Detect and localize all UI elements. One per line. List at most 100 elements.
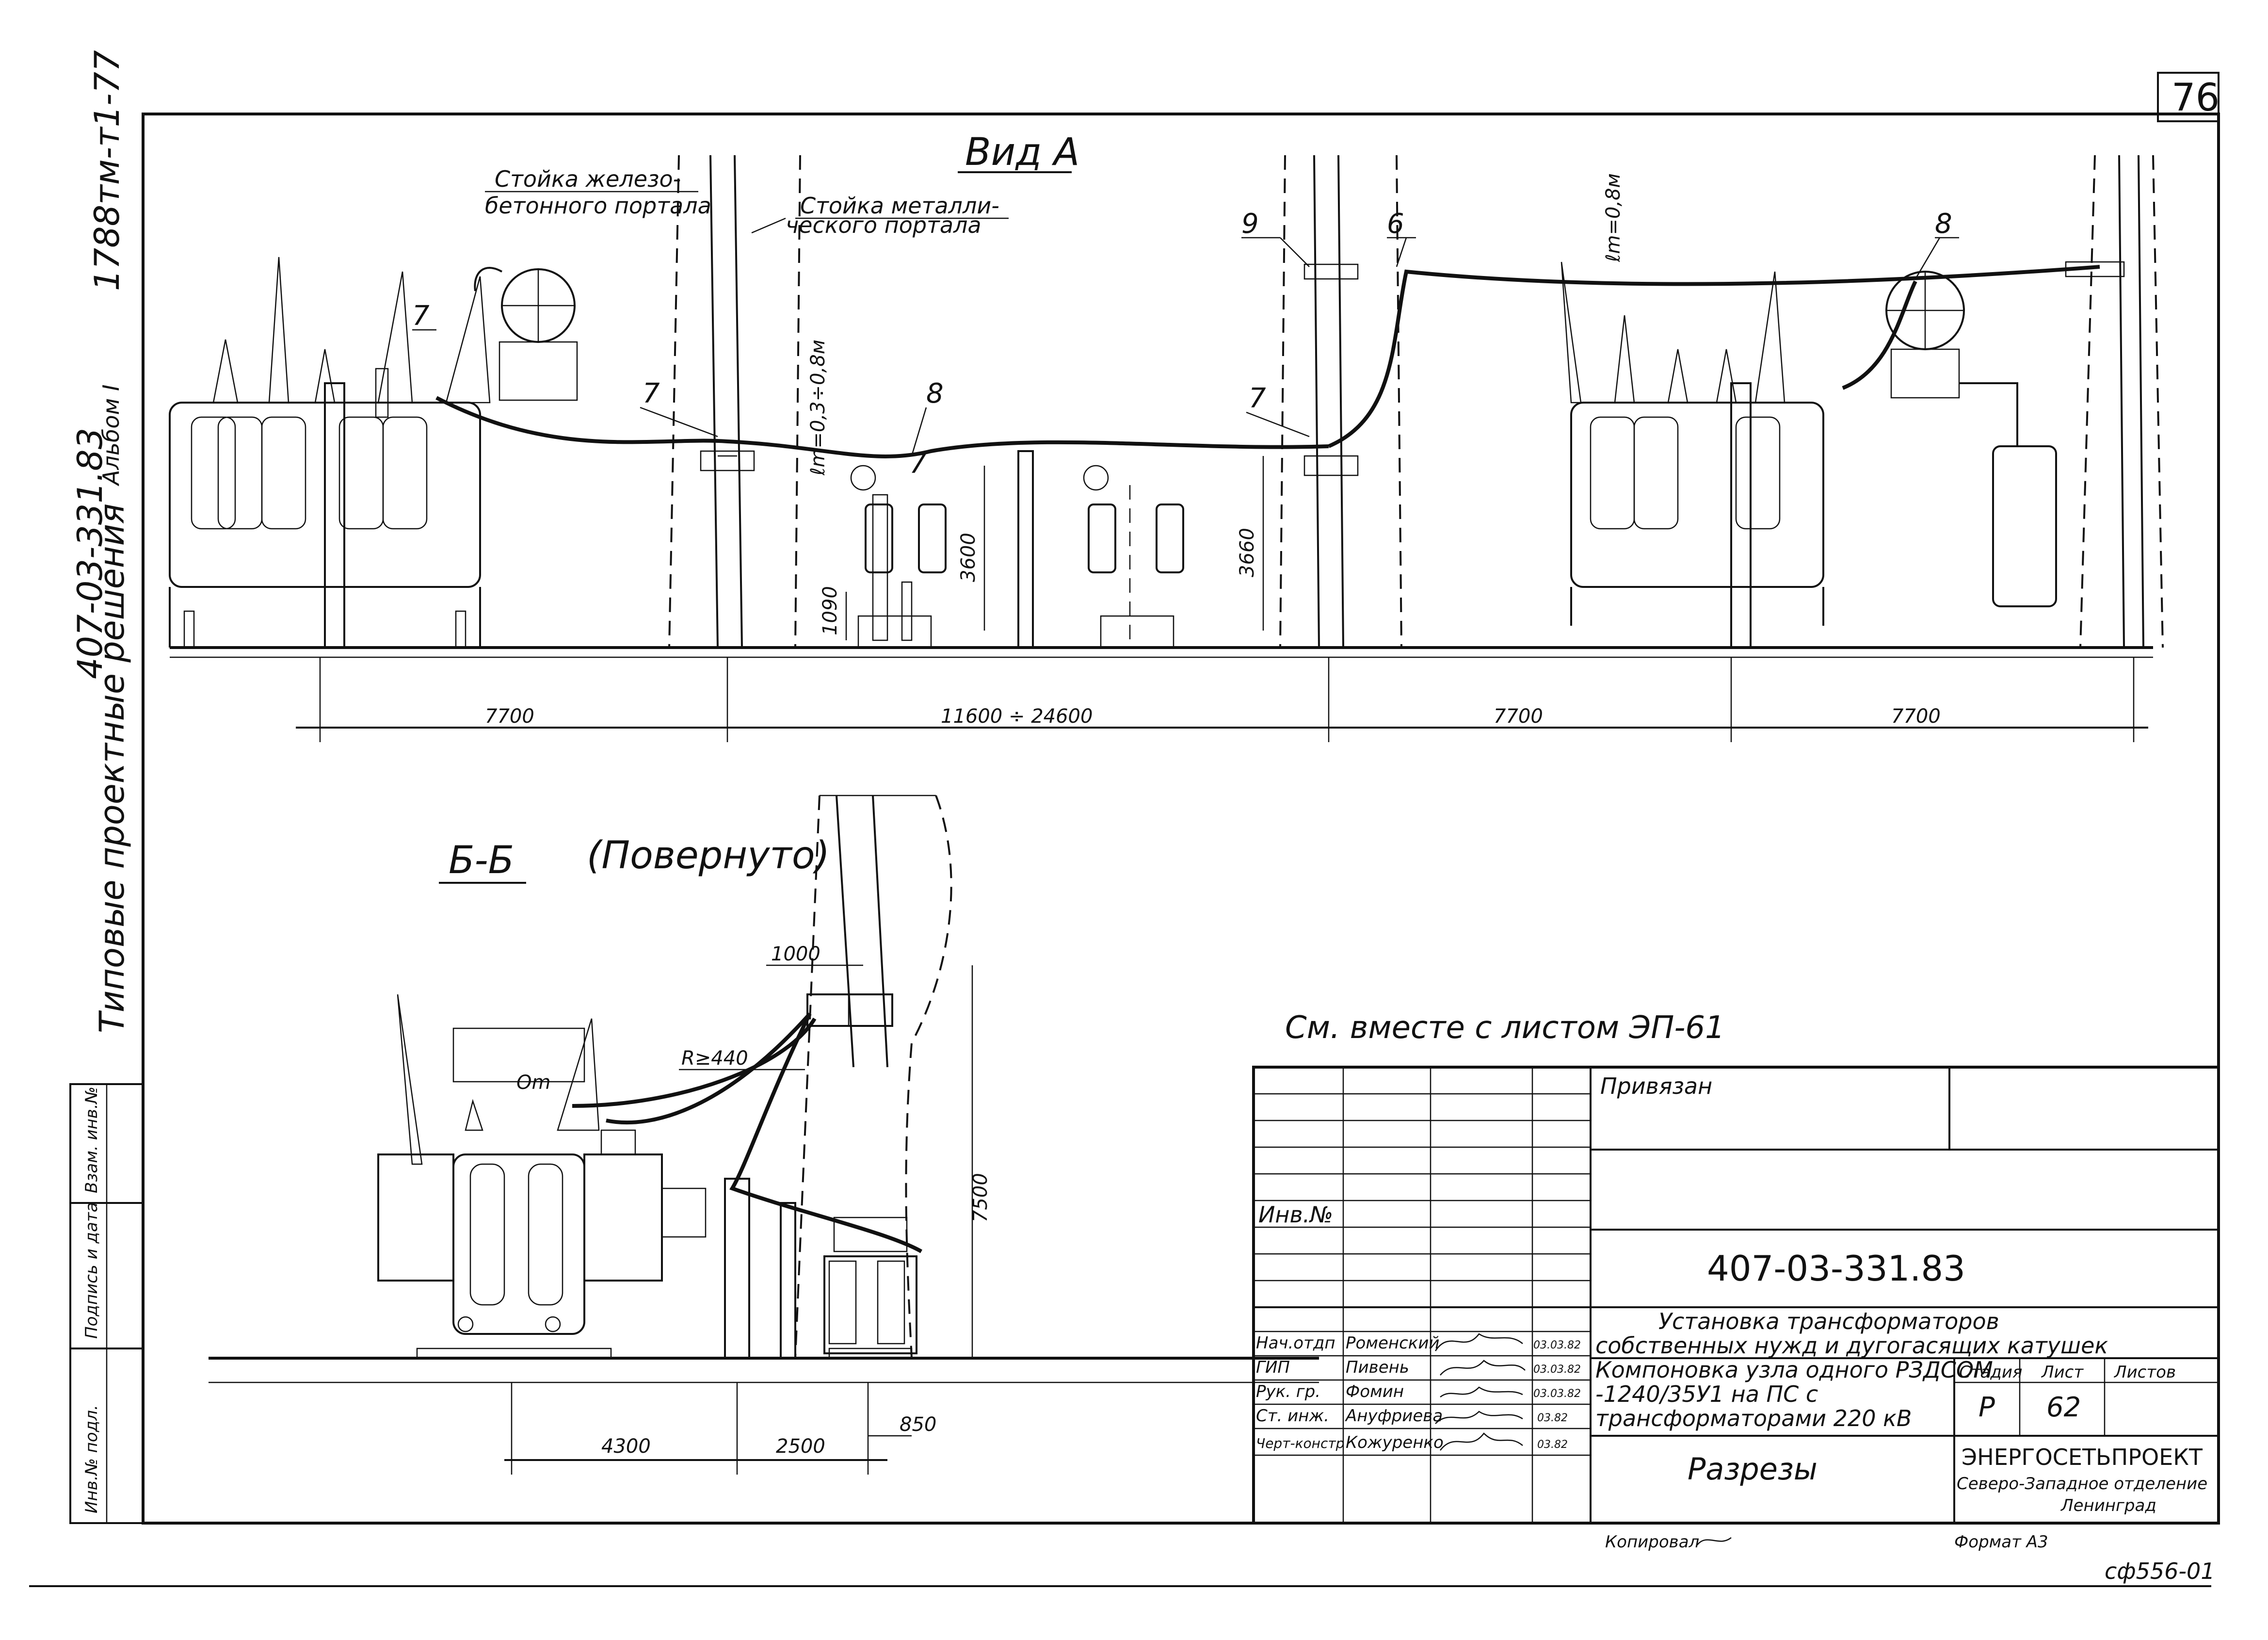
cable-right-span [1328,265,2100,448]
clearance-right: ℓm=0,8м [1602,173,1625,262]
copier-signature [1697,1537,1732,1545]
title-block [1252,1066,2220,1525]
bb-dim-850: 850 [900,1413,936,1436]
stamp-cell-podpis: Подпись и дата [82,1202,101,1339]
footer-stamp-code: сф556-01 [2105,1558,2215,1584]
cable-right-drop [1842,280,1917,390]
signature-scribble-3 [1440,1386,1523,1397]
tb-org-2: Северо-Западное отделение [1957,1474,2207,1494]
dim-h-1: 7700 [485,705,534,728]
portal-right [1279,155,1402,648]
bb-dim-4300: 4300 [601,1435,651,1458]
callout-9: 9 [1241,208,1259,240]
drawing-frame [29,72,2220,1587]
bb-cable-down [729,1013,922,1253]
tb-sheet-header: Лист [2041,1363,2084,1382]
left-power-transformer [169,257,578,649]
tb-sheet-title-2: -1240/35У1 на ПС с [1595,1381,1818,1407]
label-concrete-post-1: Стойка железо- [495,166,681,192]
sig-role-3: Рук. гр. [1256,1382,1320,1401]
right-power-transformer [1560,261,2057,649]
sig-name-3: Фомин [1346,1382,1404,1401]
bb-label-om: Om [516,1072,550,1094]
bb-radius: R≥440 [681,1047,748,1070]
tb-project-title-1: Установка трансформаторов [1658,1308,1999,1334]
sheet-number: 76 [2171,76,2220,120]
callout-6: 6 [1387,208,1404,240]
tb-stage-header: Стадия [1959,1363,2022,1382]
callout-7b: 7 [643,378,660,409]
footer-copied: Копировал [1605,1532,1699,1552]
stamp-cell-inv-podl: Инв.№ подл. [82,1405,101,1513]
tb-inv-no: Инв.№ [1258,1202,1333,1228]
dim-h-3: 7700 [1494,705,1543,728]
note-see-also: См. вместе с листом ЭП-61 [1285,1010,1725,1046]
bb-dim-top: 1000 [771,943,820,965]
tb-doc-code: 407-03-331.83 [1707,1248,1965,1289]
bb-cable-om [572,1017,817,1108]
tb-sheet: 62 [2046,1392,2081,1423]
center-arc-coils [850,450,1184,649]
signature-rows: Нач.отдп Роменский 03.03.82 ГИП Пивень 0… [1256,1333,1581,1452]
portal-left [668,155,801,648]
dim-3660: 3660 [1236,528,1258,577]
bb-dimension-line [504,1382,912,1475]
sig-date-1: 03.03.82 [1533,1339,1581,1351]
label-metal-post-1: Стойка металли- [800,193,999,219]
sig-date-4: 03.82 [1537,1412,1568,1424]
dim-h-4: 7700 [1891,705,1941,728]
tb-org-3: Ленинград [2060,1496,2156,1515]
tb-privyazan: Привязан [1600,1073,1712,1099]
sig-role-2: ГИП [1256,1358,1290,1377]
view-a-dimension-line [296,657,2148,742]
sig-name-4: Ануфриева [1345,1406,1443,1426]
tb-sheet-title-1: Компоновка узла одного РЗДСОМ [1595,1357,1993,1383]
cable-left-span [435,396,1329,458]
portal-far-right [2065,155,2164,648]
margin-album: Альбом I [98,385,124,487]
signature-scribble-1 [1434,1333,1523,1351]
section-bb-title: Б-Б [449,839,514,882]
sig-name-2: Пивень [1346,1358,1409,1377]
bb-dim-height: 7500 [969,1173,992,1222]
sig-date-2: 03.03.82 [1533,1364,1581,1376]
bb-cable-main [606,1012,811,1125]
callout-7c: 7 [909,448,927,480]
clearance-left: ℓm=0,3÷0,8м [807,340,829,476]
dim-1090: 1090 [819,586,841,635]
signature-scribble-4 [1435,1411,1523,1424]
bb-metal-portal [794,795,952,1359]
bb-arc-coil [724,1178,917,1359]
tb-sheet-title-3: трансформаторами 220 кВ [1595,1405,1912,1431]
tb-org-1: ЭНЕРГОСЕТЬПРОЕКТ [1962,1444,2203,1470]
tb-drawing-name: Разрезы [1688,1451,1818,1487]
sig-date-3: 03.03.82 [1533,1388,1581,1400]
sig-name-1: Роменский [1346,1333,1440,1353]
bb-power-transformer [377,994,707,1359]
tb-sheets-header: Листов [2113,1363,2176,1382]
callout-8a: 8 [926,378,944,409]
label-concrete-post-2: бетонного портала [485,193,711,219]
view-a-title: Вид А [965,130,1079,174]
tb-project-title-2: собственных нужд и дугогасящих катушек [1595,1332,2108,1359]
section-bb-subtitle: (Повернуто) [587,834,830,877]
sig-role-1: Нач.отдп [1256,1333,1335,1353]
sig-role-4: Ст. инж. [1256,1406,1329,1426]
signature-scribble-5 [1440,1432,1523,1451]
callout-7a: 7 [412,300,430,332]
callout-7d: 7 [1249,383,1266,414]
view-a: Вид А Стойка железо- бетонного портала С… [169,130,2164,742]
tb-stage: Р [1978,1392,1995,1423]
section-bb: Б-Б (Повернуто) [209,795,1319,1475]
dim-3600: 3600 [957,533,980,582]
margin-series-year: 1788тм-т1-77 [87,50,127,291]
margin-series-text: Типовые проектные решения [92,503,132,1033]
dim-h-2: 11600 ÷ 24600 [941,705,1093,728]
sig-date-5: 03.82 [1537,1439,1568,1451]
label-metal-post-2: ческого портала [786,212,981,238]
footer-format: Формат А3 [1954,1532,2048,1552]
stamp-cell-vzam: Взам. инв.№ [82,1087,101,1193]
sig-role-5: Черт-констр [1256,1435,1344,1451]
